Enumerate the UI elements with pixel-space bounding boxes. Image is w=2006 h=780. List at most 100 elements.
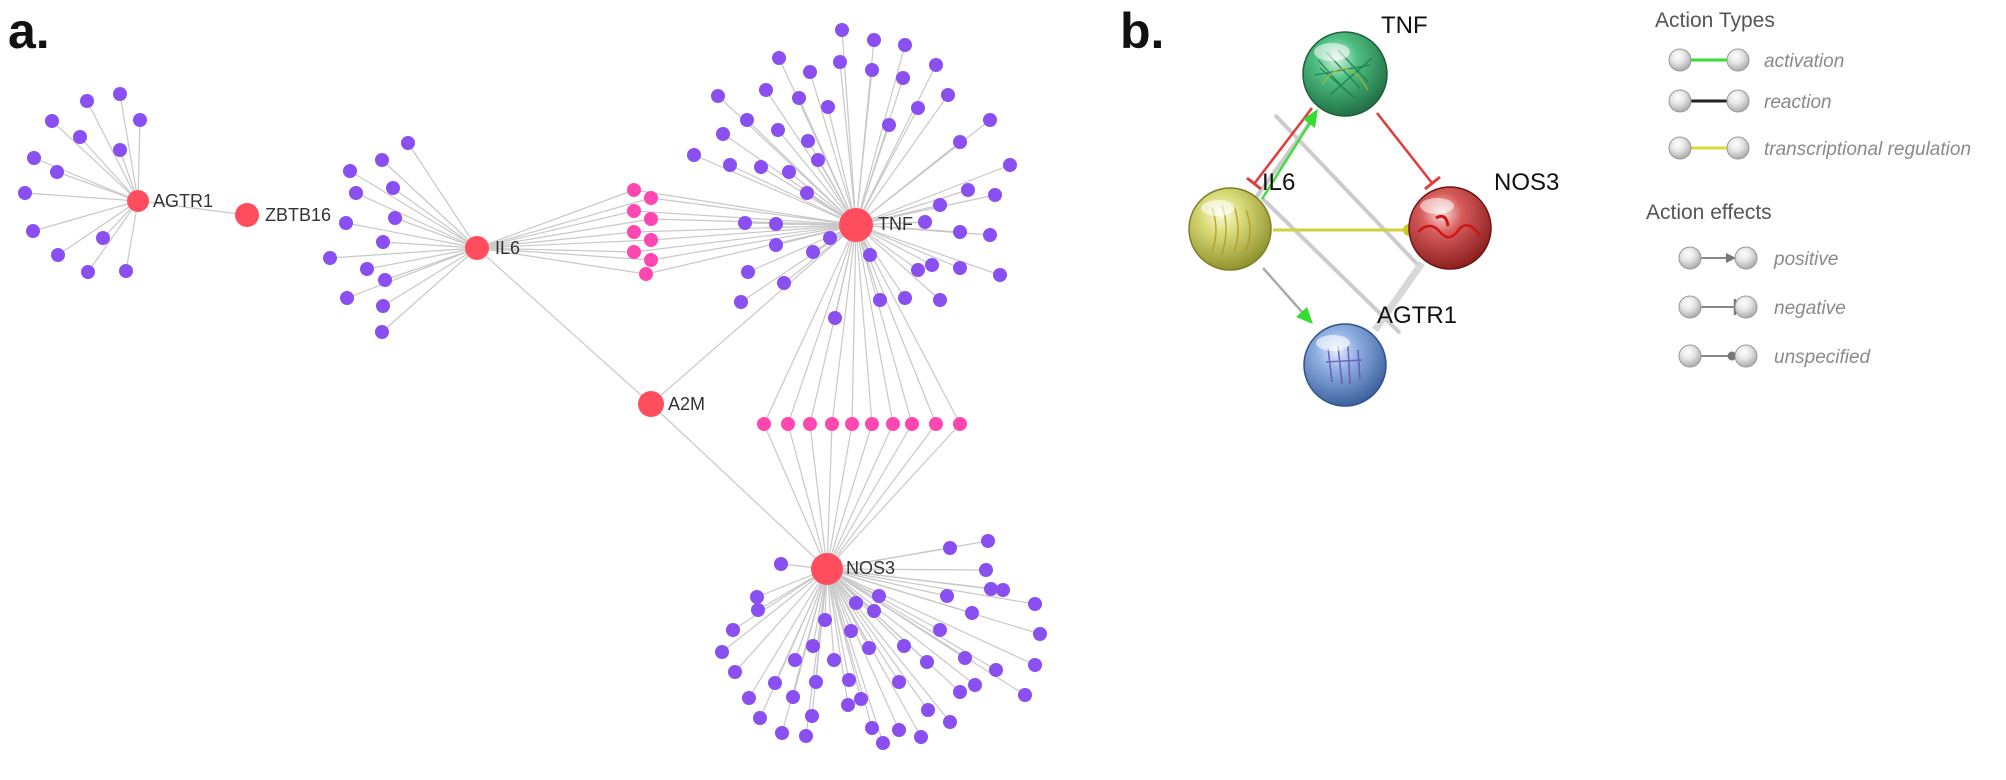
edge-tnf-shared: [633, 224, 857, 253]
node-label-agtr1: AGTR1: [1377, 302, 1457, 329]
tnf-leaf-node: [782, 165, 796, 179]
nos3-leaf-node: [989, 663, 1003, 677]
il6-tnf-shared-node: [644, 191, 658, 205]
nos3-leaf-node: [921, 703, 935, 717]
edge-agtr1-leaf: [119, 93, 139, 202]
panel-b-node-nos3: [1408, 186, 1492, 270]
il6-tnf-shared-node: [627, 245, 641, 259]
il6-leaf-node: [376, 299, 390, 313]
edge-tnf-leaf: [855, 94, 949, 226]
hub-node-il6: [465, 236, 489, 260]
nos3-leaf-node: [996, 583, 1010, 597]
nos3-leaf-node: [1033, 627, 1047, 641]
il6-leaf-node: [375, 153, 389, 167]
tnf-leaf-node: [821, 100, 835, 114]
nos3-leaf-node: [805, 709, 819, 723]
nos3-leaf-node: [726, 623, 740, 637]
tnf-nos3-shared-node: [865, 417, 879, 431]
edge-nos3-agtr1: [1372, 260, 1425, 333]
edge-agtr1-leaf: [32, 200, 139, 232]
nos3-leaf-node: [753, 711, 767, 725]
il6-tnf-shared-node: [644, 212, 658, 226]
tnf-leaf-node: [911, 263, 925, 277]
tnf-leaf-node: [988, 188, 1002, 202]
edge-il6-leaf: [394, 217, 478, 249]
panel-b-node-agtr1: [1303, 323, 1387, 407]
hub-label-nos3: NOS3: [846, 558, 895, 578]
il6-leaf-node: [386, 181, 400, 195]
edge-nos3-shared: [826, 423, 961, 570]
legend-action-effects-title: Action effects: [1646, 201, 1772, 224]
tnf-leaf-node: [993, 268, 1007, 282]
nos3-leaf-node: [984, 582, 998, 596]
tnf-leaf-node: [873, 293, 887, 307]
agtr1-leaf-node: [81, 265, 95, 279]
edge-tnf-leaf: [798, 97, 857, 226]
edge-tnf-leaf: [693, 154, 857, 226]
edge-nos3-shared: [826, 423, 937, 570]
edge-tnf-leaf: [855, 64, 937, 226]
tnf-leaf-node: [833, 55, 847, 69]
tnf-leaf-node: [918, 215, 932, 229]
panel-a-label: a.: [8, 3, 50, 59]
edge-tnf-shared: [763, 224, 857, 425]
agtr1-leaf-node: [18, 186, 32, 200]
edge-tnf-leaf: [855, 69, 873, 226]
tnf-nos3-shared-node: [825, 417, 839, 431]
edge-nos3-shared: [826, 423, 894, 570]
panel-a-hub-labels: AGTR1 ZBTB16 IL6 TNF A2M NOS3: [153, 191, 913, 578]
edge-agtr1-leaf: [51, 120, 139, 202]
panel-a-nodes: [18, 23, 1047, 750]
edge-nos3-shared: [826, 423, 913, 570]
edge-agtr1-leaf: [79, 136, 139, 202]
il6-leaf-node: [378, 273, 392, 287]
edge-il6-leaf: [329, 247, 478, 259]
edge-il6-leaf: [366, 247, 478, 270]
tnf-leaf-node: [823, 231, 837, 245]
edge-il6-shared: [476, 247, 647, 275]
tnf-leaf-node: [911, 101, 925, 115]
tnf-leaf-node: [723, 158, 737, 172]
tnf-nos3-shared-node: [845, 417, 859, 431]
nos3-leaf-node: [965, 606, 979, 620]
legend-transcriptional-regulation-label: transcriptional regulation: [1764, 139, 1971, 160]
edge-nos3-shared: [809, 423, 828, 570]
edge-tnf-shared: [645, 224, 857, 275]
tnf-leaf-node: [865, 63, 879, 77]
edge-tnf-shared: [650, 224, 857, 241]
legend-activation: activation: [1668, 48, 1844, 72]
edge-tnf-leaf: [855, 224, 961, 233]
edge-il6-leaf: [381, 247, 478, 333]
tnf-leaf-node: [983, 113, 997, 127]
edge-tnf-leaf: [855, 224, 941, 301]
nos3-leaf-node: [897, 639, 911, 653]
edge-il6-shared: [476, 210, 635, 249]
legend-positive: positive: [1678, 246, 1838, 270]
legend-unspecified: unspecified: [1678, 344, 1872, 368]
il6-leaf-node: [343, 164, 357, 178]
edge-tnf-leaf: [855, 224, 1001, 276]
edge-tnf-leaf: [746, 119, 857, 226]
nos3-leaf-node: [751, 603, 765, 617]
tnf-leaf-node: [983, 228, 997, 242]
agtr1-leaf-node: [119, 264, 133, 278]
tnf-leaf-node: [898, 291, 912, 305]
tnf-leaf-node: [771, 123, 785, 137]
tnf-leaf-node: [754, 160, 768, 174]
nos3-leaf-node: [854, 692, 868, 706]
nos3-leaf-node: [862, 641, 876, 655]
edge-il6-shared: [476, 239, 652, 249]
nos3-leaf-node: [806, 639, 820, 653]
tnf-leaf-node: [741, 265, 755, 279]
edge-il6-agtr1-gray: [1260, 196, 1402, 335]
nos3-leaf-node: [788, 653, 802, 667]
edge-agtr1-leaf: [33, 157, 139, 202]
edge-il6-leaf: [382, 247, 478, 307]
edge-tnf-leaf: [765, 89, 857, 226]
edge-nos3-leaf: [826, 568, 922, 738]
edge-tnf-shared: [855, 224, 873, 425]
edge-il6-leaf: [345, 222, 478, 249]
nos3-leaf-node: [981, 534, 995, 548]
edge-nos3-shared: [787, 423, 828, 570]
legend-action-types-title: Action Types: [1655, 9, 1775, 32]
